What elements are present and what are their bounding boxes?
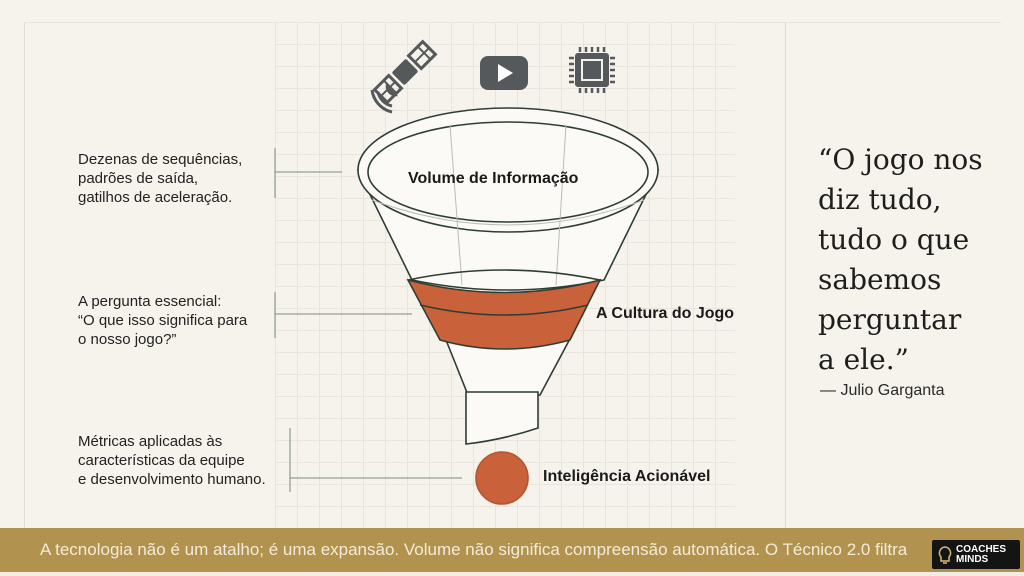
connector-3	[289, 428, 462, 492]
bottom-strip	[0, 572, 1024, 576]
logo-text: COACHES MINDS	[956, 543, 1007, 565]
quote-author: — Julio Garganta	[820, 382, 945, 399]
output-ball	[475, 451, 529, 505]
satellite-icon	[370, 39, 438, 114]
footer-text: A tecnologia não é um atalho; é uma expa…	[40, 540, 908, 559]
video-play-icon	[480, 56, 528, 90]
note-culture: A pergunta essencial: “O que isso signif…	[78, 293, 248, 348]
connector-2	[274, 292, 412, 338]
note-intelligence: Métricas aplicadas às características da…	[78, 433, 266, 488]
footer-band: A tecnologia não é um atalho; é uma expa…	[0, 528, 1024, 572]
funnel	[356, 107, 660, 505]
funnel-top-label: Volume de Informação	[408, 170, 579, 187]
funnel-middle-label: A Cultura do Jogo	[596, 305, 735, 322]
chip-icon	[569, 47, 615, 93]
note-volume: Dezenas de sequências, padrões de saída,…	[78, 151, 243, 206]
funnel-output-label: Inteligência Acionável	[543, 468, 711, 485]
coaches-minds-logo: COACHES MINDS	[932, 540, 1020, 569]
quote-text: “O jogo nos diz tudo, tudo o que sabemos…	[818, 143, 983, 376]
quote-divider	[785, 22, 786, 528]
connector-1	[274, 148, 342, 198]
head-lightbulb-icon	[938, 545, 952, 564]
